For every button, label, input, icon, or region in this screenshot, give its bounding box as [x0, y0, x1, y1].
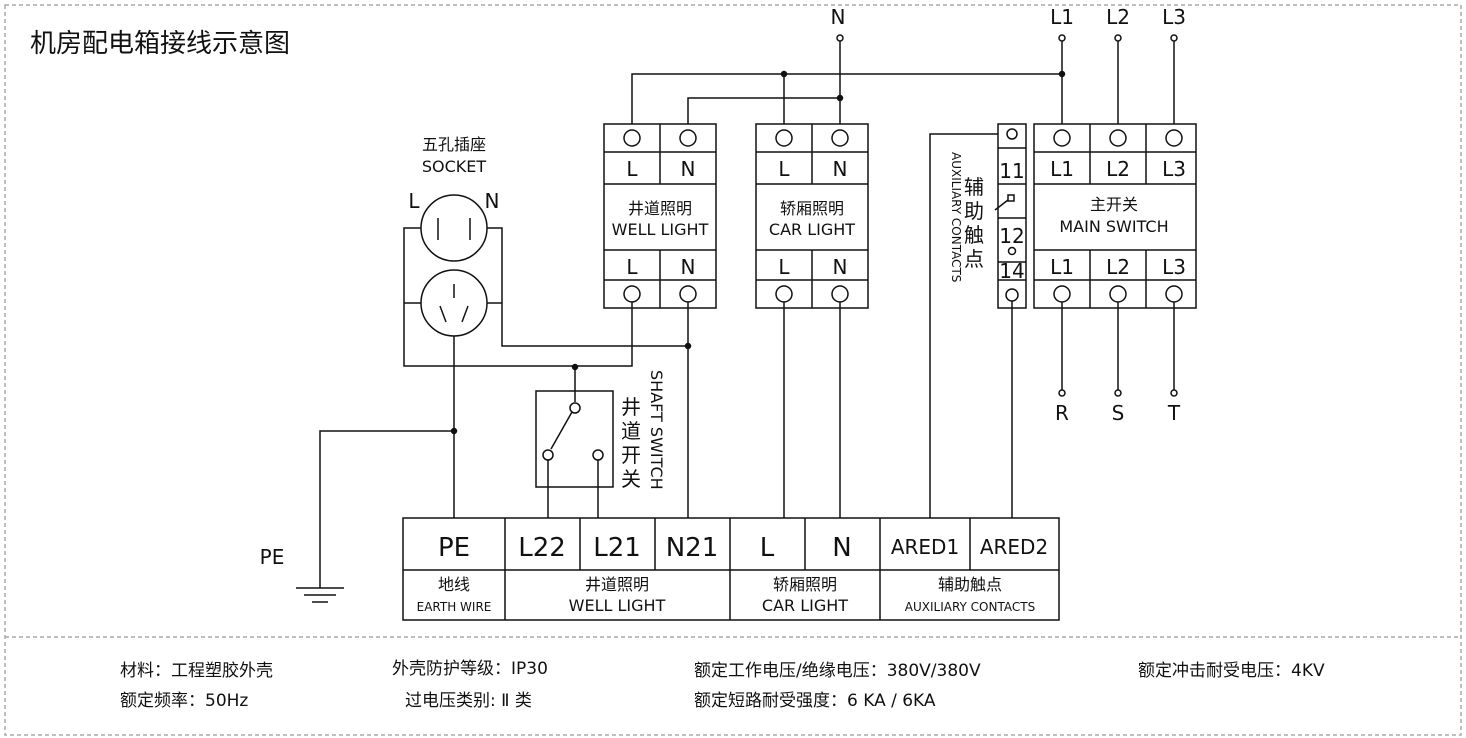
aux-terminal-12: 12 [999, 224, 1024, 248]
output-r-label: R [1055, 401, 1069, 425]
terminal-l: L [760, 533, 775, 563]
supply-l1-label: L1 [1050, 5, 1074, 29]
terminal-l22: L22 [518, 533, 566, 563]
group-well-en: WELL LIGHT [569, 596, 666, 615]
car-light-en: CAR LIGHT [769, 220, 855, 239]
aux-terminal-14: 14 [999, 259, 1024, 283]
car-light-bottom-l: L [778, 255, 790, 279]
socket-l-label: L [408, 189, 420, 213]
group-car-en: CAR LIGHT [762, 596, 848, 615]
supply-l2-label: L2 [1106, 5, 1130, 29]
terminal-ared2: ARED2 [980, 535, 1048, 559]
spec-impulse: 额定冲击耐受电压：4KV [1138, 661, 1325, 681]
shaft-switch-cn-4: 关 [621, 467, 641, 491]
spec-overvoltage: 过电压类别: Ⅱ 类 [405, 691, 532, 711]
main-switch-top-l2: L2 [1106, 157, 1130, 181]
spec-short-circuit: 额定短路耐受强度：6 KA / 6KA [694, 691, 936, 711]
main-switch [1033, 123, 1197, 309]
aux-cn-2: 助 [964, 199, 984, 223]
aux-cn-3: 触 [964, 223, 984, 247]
socket-wiring [319, 227, 692, 588]
group-car-cn: 轿厢照明 [773, 575, 837, 594]
supply-l3-terminal [1170, 34, 1178, 42]
main-switch-cn: 主开关 [1090, 195, 1138, 214]
spec-protection: 外壳防护等级：IP30 [392, 659, 548, 679]
terminal-ared1: ARED1 [891, 535, 959, 559]
shaft-switch-en: SHAFT SWITCH [647, 370, 666, 490]
spec-material: 材料：工程塑胶外壳 [120, 661, 273, 681]
ground-symbol [296, 587, 344, 603]
aux-en-vertical: AUXILIARY CONTACTS [949, 152, 963, 282]
aux-cn-1: 辅 [964, 175, 984, 199]
main-switch-bottom-l3: L3 [1162, 255, 1186, 279]
well-light-breaker [603, 123, 717, 309]
output-wires-rst [1058, 302, 1178, 397]
shaft-switch [535, 363, 614, 518]
group-aux-en: AUXILIARY CONTACTS [905, 600, 1035, 614]
well-light-cn: 井道照明 [628, 199, 692, 218]
car-light-top-n: N [833, 157, 848, 181]
car-light-bottom-n: N [833, 255, 848, 279]
group-earth-cn: 地线 [438, 575, 470, 594]
supply-l3-label: L3 [1162, 5, 1186, 29]
main-switch-en: MAIN SWITCH [1059, 217, 1168, 236]
socket-n-label: N [485, 189, 500, 213]
supply-l2-terminal [1114, 34, 1122, 42]
car-light-cn: 轿厢照明 [780, 199, 844, 218]
spec-frequency: 额定频率：50Hz [120, 691, 248, 711]
main-switch-bottom-l2: L2 [1106, 255, 1130, 279]
main-switch-top-l3: L3 [1162, 157, 1186, 181]
shaft-switch-cn-1: 井 [621, 395, 641, 419]
well-light-bottom-n: N [681, 255, 696, 279]
well-light-top-l: L [626, 157, 638, 181]
socket-cn: 五孔插座 [422, 135, 486, 154]
well-light-en: WELL LIGHT [612, 220, 709, 239]
supply-n-terminal [836, 34, 844, 42]
aux-terminal-11: 11 [999, 159, 1024, 183]
terminal-n21: N21 [666, 533, 719, 563]
five-hole-socket [420, 194, 488, 337]
well-light-bottom-l: L [626, 255, 638, 279]
aux-cn-4: 点 [964, 247, 984, 271]
group-well-cn: 井道照明 [585, 575, 649, 594]
output-t-label: T [1167, 401, 1181, 425]
terminal-feed-wires [783, 133, 1013, 518]
car-light-breaker [755, 123, 869, 309]
output-s-label: S [1112, 401, 1125, 425]
outer-frame [4, 4, 1462, 736]
terminal-l21: L21 [593, 533, 641, 563]
socket-en: SOCKET [422, 157, 487, 176]
group-aux-cn: 辅助触点 [938, 575, 1002, 594]
supply-n-label: N [831, 5, 846, 29]
supply-wires [631, 41, 1175, 124]
diagram-title: 机房配电箱接线示意图 [30, 29, 290, 59]
supply-l1-terminal [1058, 34, 1066, 42]
group-earth-en: EARTH WIRE [417, 600, 492, 614]
shaft-switch-cn-3: 开 [621, 443, 641, 467]
pe-ground-label: PE [260, 545, 285, 569]
main-switch-top-l1: L1 [1050, 157, 1074, 181]
terminal-pe: PE [438, 533, 470, 563]
terminal-block [402, 517, 1060, 621]
main-switch-bottom-l1: L1 [1050, 255, 1074, 279]
car-light-top-l: L [778, 157, 790, 181]
well-light-top-n: N [681, 157, 696, 181]
spec-voltage: 额定工作电压/绝缘电压：380V/380V [694, 661, 981, 681]
shaft-switch-cn-2: 道 [621, 419, 641, 443]
terminal-n: N [832, 533, 851, 563]
